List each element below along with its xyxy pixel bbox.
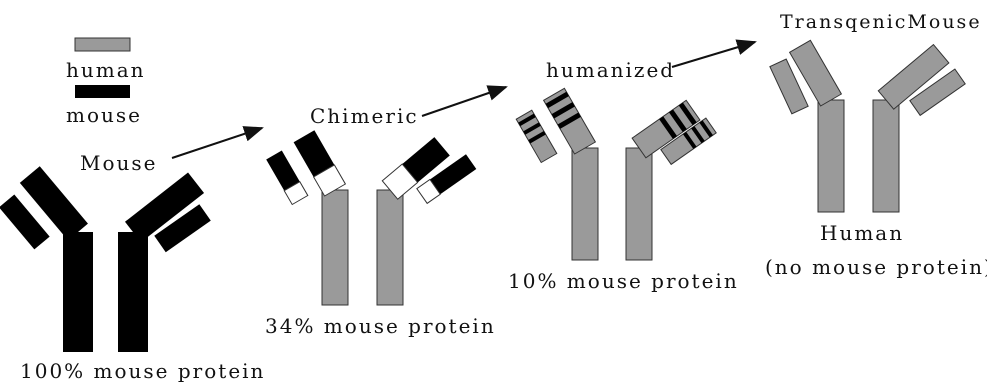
arrow-chimeric-to-humanized [422,87,506,116]
heavy-chain-stem-left [63,232,93,352]
antibody-human [770,40,965,212]
antibody-humanized [516,88,716,260]
stage-label-chimeric: Chimeric [310,104,419,128]
stage-label-mouse: Mouse [80,151,158,175]
caption-chimeric: 34% mouse protein [265,314,496,338]
antibody-mouse [0,166,211,352]
legend-mouse-swatch [75,85,130,98]
arrow-mouse-to-chimeric [172,128,262,158]
heavy-chain-stem-right [873,100,899,212]
heavy-chain-stem-right [626,148,652,260]
stage-label-humanized: humanized [546,58,675,82]
legend: human mouse [66,38,146,127]
legend-mouse-label: mouse [66,103,142,127]
heavy-chain-stem-right [377,190,403,305]
caption-human-line1: Human [820,221,904,245]
antibody-chimeric [266,130,476,305]
heavy-chain-stem-left [322,190,348,305]
caption-humanized: 10% mouse protein [508,269,739,293]
stage-label-transgenic: TransqenicMouse [780,11,982,33]
heavy-chain-stem-right [118,232,148,352]
legend-human-label: human [66,58,146,82]
caption-human-line2: (no mouse protein) [765,255,987,279]
arrow-humanized-to-transgenic [672,42,755,67]
heavy-chain-stem-left [818,100,844,212]
legend-human-swatch [75,38,130,51]
caption-mouse: 100% mouse protein [20,359,265,383]
heavy-chain-stem-left [572,148,598,260]
